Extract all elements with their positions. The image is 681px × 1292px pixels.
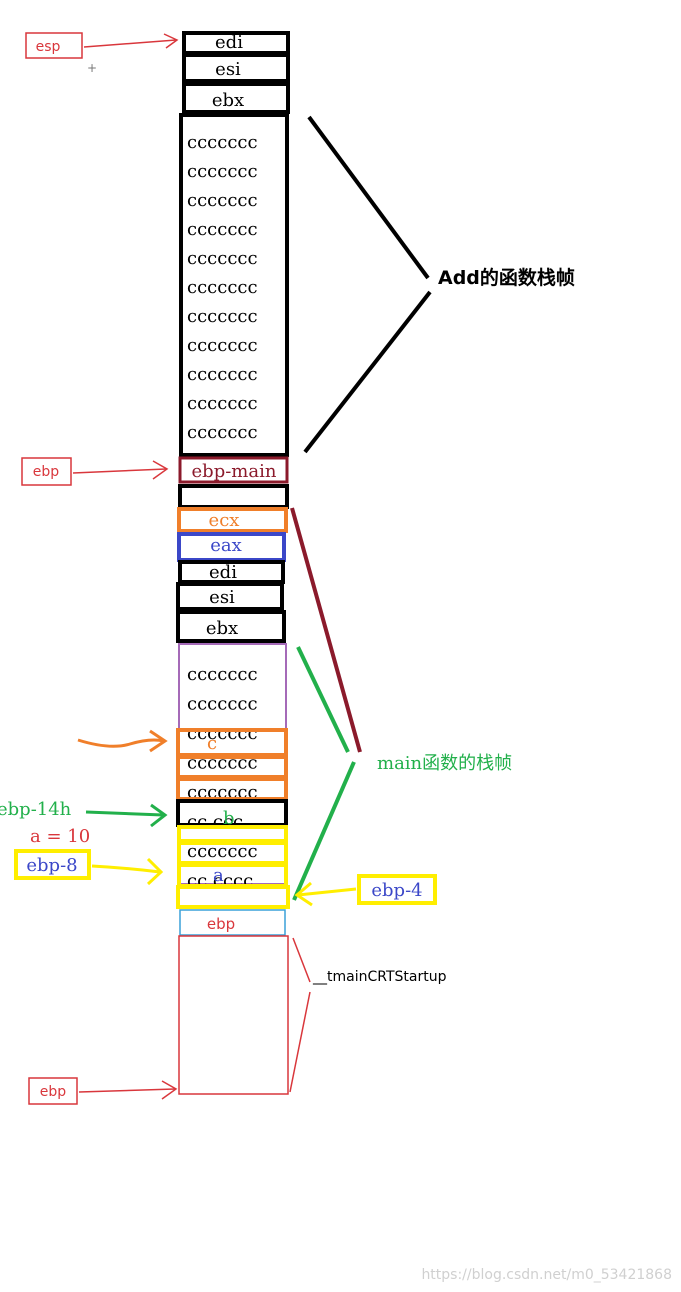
cell-edi-add-label: edi <box>215 32 243 53</box>
a-equals-10-label: a = 10 <box>30 826 90 847</box>
crt-brace-bottom <box>289 991 311 1093</box>
ebp-add-arrow-head <box>152 460 169 480</box>
main-brace-bottom <box>292 761 356 901</box>
pointer-ebp-8: ebp-8 <box>14 849 164 886</box>
ebp-8-arrow-line <box>91 864 161 874</box>
add-fill-row-10: ccccccc <box>187 422 258 443</box>
ebp-bottom-arrow-line <box>78 1088 176 1093</box>
cell-ebx-add-label: ebx <box>212 90 244 111</box>
crt-frame: ebp __tmainCRTStartup <box>178 909 447 1095</box>
main-fill-row-0: ccccccc <box>187 664 258 685</box>
ebp-bottom-label-box <box>28 1077 78 1105</box>
main-brace-top <box>296 646 350 753</box>
add-frame-label: Add的函数栈帧 <box>438 266 575 289</box>
ebp-14h-label: ebp-14h <box>0 799 72 820</box>
main-fill-row-5: cc ccc <box>187 812 243 833</box>
esp-label: esp <box>36 39 61 55</box>
add-brace-top <box>307 115 430 280</box>
c-arrow-head <box>149 729 168 753</box>
cell-edi-main-label: edi <box>209 562 237 583</box>
ebp-4-arrow-head <box>294 881 313 907</box>
main-brace-maroon <box>290 507 362 753</box>
cell-ebx-main <box>176 610 286 643</box>
main-fill-row-2: ccccccc <box>187 723 258 744</box>
cursor-crosshair-icon: + <box>87 61 97 75</box>
cell-esi-add-label: esi <box>215 59 241 80</box>
main-frame-label: main函数的栈帧 <box>377 753 512 774</box>
add-fill-row-3: ccccccc <box>187 219 258 240</box>
cell-eax-label: eax <box>210 535 242 556</box>
pointer-esp: esp + <box>25 32 179 75</box>
crt-brace-top <box>292 937 311 983</box>
cell-esi-main <box>176 582 284 611</box>
main-fill-row-6: ccccccc <box>187 841 258 862</box>
add-fill-row-5: ccccccc <box>187 277 258 298</box>
add-frame: edi esi ebx cccccccccccccccccccccccccccc… <box>178 31 575 484</box>
add-brace-bottom <box>303 290 432 454</box>
cell-ebx-main-label: ebx <box>206 618 238 639</box>
ebp-add-label: ebp <box>33 464 60 480</box>
esp-arrow-head <box>163 33 179 49</box>
ebp-8-label-box <box>14 849 91 880</box>
add-fill-row-0: ccccccc <box>187 132 258 153</box>
pointer-ebp-bottom: ebp <box>28 1077 178 1105</box>
add-fill-block <box>179 113 289 457</box>
var-c-label: c <box>207 733 217 754</box>
c-arrow-line <box>77 738 165 748</box>
cell-ecx <box>177 507 288 533</box>
pointer-ebp-add: ebp <box>21 457 169 486</box>
watermark: https://blog.csdn.net/m0_53421868 <box>421 1267 672 1283</box>
ebp-8-arrow-head <box>146 857 164 886</box>
ebp-8-label: ebp-8 <box>26 855 77 876</box>
pointer-ebp-4: ebp-4 <box>294 874 437 907</box>
esp-arrow-line <box>83 39 177 48</box>
ebp-bottom-arrow-head <box>161 1080 178 1100</box>
var-a-label: a <box>213 865 224 886</box>
add-fill-row-6: ccccccc <box>187 306 258 327</box>
add-fill-row-1: ccccccc <box>187 161 258 182</box>
cell-ebp-crt <box>179 909 286 936</box>
ebp-add-label-box <box>21 457 72 486</box>
ebp-4-label: ebp-4 <box>371 880 422 901</box>
cell-esi-main-label: esi <box>209 587 235 608</box>
add-fill-row-8: ccccccc <box>187 364 258 385</box>
pointer-c-orange <box>77 729 168 753</box>
var-b-label: b <box>223 808 235 829</box>
cell-ebx-add <box>182 82 290 114</box>
crt-frame-label: __tmainCRTStartup <box>312 969 447 985</box>
ebp-14h-arrow-head <box>150 803 168 828</box>
add-fill-row-9: ccccccc <box>187 393 258 414</box>
main-fill-row-1: ccccccc <box>187 694 258 715</box>
pointer-ebp-14h: ebp-14h a = 10 <box>0 799 168 847</box>
ebp-4-label-box <box>357 874 437 905</box>
add-fill-rows: ccccccc ccccccc ccccccc ccccccc ccccccc ccccc… <box>187 132 258 443</box>
crt-block <box>178 935 289 1095</box>
ebp-add-arrow-line <box>72 468 167 474</box>
add-fill-row-4: ccccccc <box>187 248 258 269</box>
cell-ebp-main <box>178 456 289 484</box>
add-fill-row-7: ccccccc <box>187 335 258 356</box>
cell-ebp-main-label: ebp-main <box>192 461 277 482</box>
cell-empty <box>178 484 289 509</box>
main-frame: ecx eax edi esi ebx cccccccccccccccccccc… <box>176 484 512 909</box>
cell-ebp-crt-label: ebp <box>207 915 235 933</box>
ebp-bottom-label: ebp <box>40 1084 67 1100</box>
ebp-4-arrow-line <box>297 887 357 897</box>
add-fill-row-2: ccccccc <box>187 190 258 211</box>
esp-label-box <box>25 32 83 59</box>
ebp-14h-arrow-line <box>85 810 164 817</box>
var-a-box-4 <box>176 885 290 909</box>
cell-ecx-label: ecx <box>209 510 240 531</box>
cell-esi-add <box>182 53 290 83</box>
